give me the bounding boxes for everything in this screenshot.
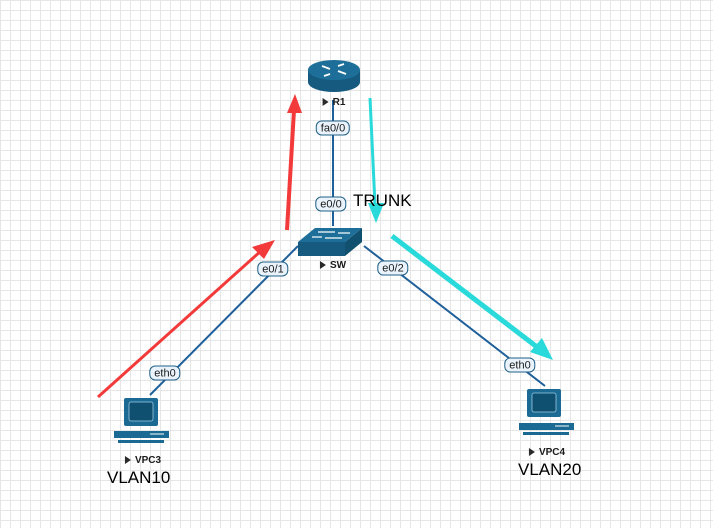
trunk-label: TRUNK bbox=[353, 191, 412, 210]
switch-icon[interactable] bbox=[298, 228, 362, 256]
arrow-vlan20-downstream bbox=[368, 97, 553, 360]
pc-icon-vpc3[interactable] bbox=[114, 398, 169, 443]
pc-icon-vpc4[interactable] bbox=[519, 389, 574, 435]
iface-sw-e0-1[interactable]: e0/1 bbox=[257, 261, 289, 277]
node-label-vpc3[interactable]: VPC3 bbox=[124, 455, 161, 466]
iface-vpc4-eth0[interactable]: eth0 bbox=[504, 357, 536, 373]
start-node-icon bbox=[319, 261, 326, 269]
start-node-icon bbox=[124, 456, 131, 464]
node-label-sw[interactable]: SW bbox=[319, 260, 346, 271]
node-label-vpc4[interactable]: VPC4 bbox=[528, 447, 565, 458]
vlan-label-vpc4: VLAN20 bbox=[518, 460, 582, 479]
iface-vpc3-eth0[interactable]: eth0 bbox=[149, 365, 181, 381]
node-label-r1[interactable]: R1 bbox=[322, 97, 345, 108]
iface-sw-e0-0[interactable]: e0/0 bbox=[315, 196, 347, 212]
vlan-label-vpc3: VLAN10 bbox=[107, 468, 171, 487]
iface-r1-fa0-0[interactable]: fa0/0 bbox=[315, 120, 351, 136]
arrow-vlan10-upstream bbox=[96, 94, 302, 399]
iface-sw-e0-2[interactable]: e0/2 bbox=[377, 260, 409, 276]
start-node-icon bbox=[322, 98, 329, 106]
start-node-icon bbox=[528, 448, 535, 456]
router-icon[interactable] bbox=[308, 60, 360, 92]
